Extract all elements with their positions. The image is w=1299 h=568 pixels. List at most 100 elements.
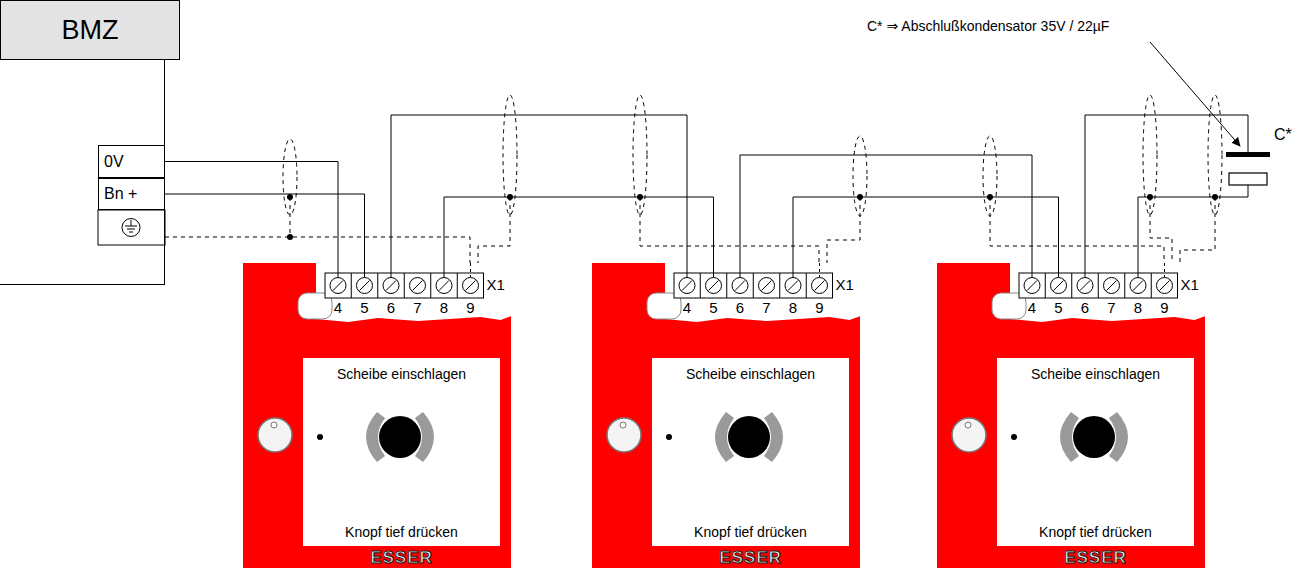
leader-arrow	[1150, 42, 1240, 146]
terminal-screw	[383, 278, 399, 294]
pin-number: 7	[1102, 299, 1122, 316]
button-illustration	[652, 358, 849, 546]
terminal-separator	[457, 273, 458, 298]
terminal-screw	[410, 278, 426, 294]
indicator-dot	[1011, 434, 1017, 440]
terminal-screw	[706, 278, 722, 294]
terminal-separator	[1045, 273, 1046, 298]
pin-number: 4	[1022, 299, 1042, 316]
wire-stub	[338, 263, 339, 277]
terminal-name: Bn +	[104, 185, 137, 203]
terminal-screw	[759, 278, 775, 294]
terminal-screw	[785, 278, 801, 294]
wire-stub	[793, 263, 794, 277]
instruction-bottom: Knopf tief drücken	[1039, 524, 1152, 546]
pin-number: 7	[408, 299, 428, 316]
terminal-tab	[1010, 263, 1209, 322]
test-knob	[952, 418, 986, 452]
pin-number: 9	[810, 299, 830, 316]
push-button	[1073, 416, 1115, 458]
wire-stub	[1138, 263, 1139, 277]
brand-logo: ESSER	[997, 549, 1194, 566]
wire	[444, 197, 714, 263]
brand-logo: ESSER	[303, 549, 500, 566]
terminal-strip	[674, 273, 833, 298]
pin-number: 5	[704, 299, 724, 316]
terminal-screw	[463, 278, 479, 294]
component-name: C*	[1274, 126, 1292, 144]
shield-dot	[287, 194, 1218, 240]
pin-number: 6	[1075, 299, 1095, 316]
push-button	[728, 416, 770, 458]
terminal-separator	[377, 273, 378, 298]
pin-number: 6	[730, 299, 750, 316]
terminal-separator	[1071, 273, 1072, 298]
pin-number: 5	[1049, 299, 1069, 316]
instruction-bottom: Knopf tief drücken	[345, 524, 458, 546]
control-panel-box: BMZ0VBn +	[0, 0, 165, 285]
terminal-tab	[665, 263, 864, 322]
pin-number: 9	[461, 299, 481, 316]
terminal-box: 0V	[98, 145, 165, 178]
indicator-dot	[317, 434, 323, 440]
terminal-separator	[351, 273, 352, 298]
terminal-separator	[1124, 273, 1125, 298]
pin-number: 9	[1155, 299, 1175, 316]
test-knob	[607, 418, 641, 452]
knob-mark	[620, 422, 626, 428]
wire	[165, 194, 365, 263]
terminal-screw	[1130, 278, 1146, 294]
terminal-box: Bn +	[98, 178, 165, 210]
terminal-strip	[325, 273, 484, 298]
wire	[165, 162, 338, 264]
wire-stub	[444, 263, 445, 277]
wire-stub	[364, 263, 365, 277]
ground-terminal	[98, 210, 165, 245]
brand-logo: ESSER	[652, 549, 849, 566]
wire-stub	[713, 263, 714, 277]
terminal-separator	[726, 273, 727, 298]
pin-number: 5	[355, 299, 375, 316]
terminal-screw	[732, 278, 748, 294]
pin-number: 4	[328, 299, 348, 316]
button-illustration	[997, 358, 1194, 546]
pin-number: 8	[783, 299, 803, 316]
terminal-strip	[1019, 273, 1178, 298]
terminal-block-name: X1	[487, 276, 505, 293]
terminal-block-name: X1	[1181, 276, 1199, 293]
terminal-separator	[430, 273, 431, 298]
terminal-block-name: X1	[836, 276, 854, 293]
terminal-screw	[436, 278, 452, 294]
button-illustration	[303, 358, 500, 546]
terminal-tab	[316, 263, 515, 322]
terminal-screw	[812, 278, 828, 294]
glass-panel: Scheibe einschlagenKnopf tief drücken	[652, 358, 849, 546]
terminal-screw	[1157, 278, 1173, 294]
terminal-separator	[753, 273, 754, 298]
pin-number: 8	[1128, 299, 1148, 316]
instruction-top: Scheibe einschlagen	[686, 358, 815, 382]
capacitor-note: C* ⇒ Abschlußkondensator 35V / 22µF	[867, 18, 1109, 34]
terminal-separator	[404, 273, 405, 298]
pin-number: 4	[677, 299, 697, 316]
wire-stub	[687, 263, 688, 277]
shield-stub	[1164, 263, 1165, 277]
wire	[740, 155, 1032, 263]
instruction-top: Scheibe einschlagen	[1031, 358, 1160, 382]
wire	[793, 197, 1059, 263]
terminal-screw	[1104, 278, 1120, 294]
terminal-screw	[1051, 278, 1067, 294]
pin-number: 7	[757, 299, 777, 316]
terminal-separator	[700, 273, 701, 298]
shield-stub	[819, 263, 820, 277]
wire-stub	[391, 263, 392, 277]
glass-panel: Scheibe einschlagenKnopf tief drücken	[303, 358, 500, 546]
glass-panel: Scheibe einschlagenKnopf tief drücken	[997, 358, 1194, 546]
pin-number: 8	[434, 299, 454, 316]
indicator-dot	[666, 434, 672, 440]
wire-stub	[1085, 263, 1086, 277]
terminal-separator	[779, 273, 780, 298]
capacitor-wire	[1085, 115, 1248, 263]
terminal-separator	[1151, 273, 1152, 298]
